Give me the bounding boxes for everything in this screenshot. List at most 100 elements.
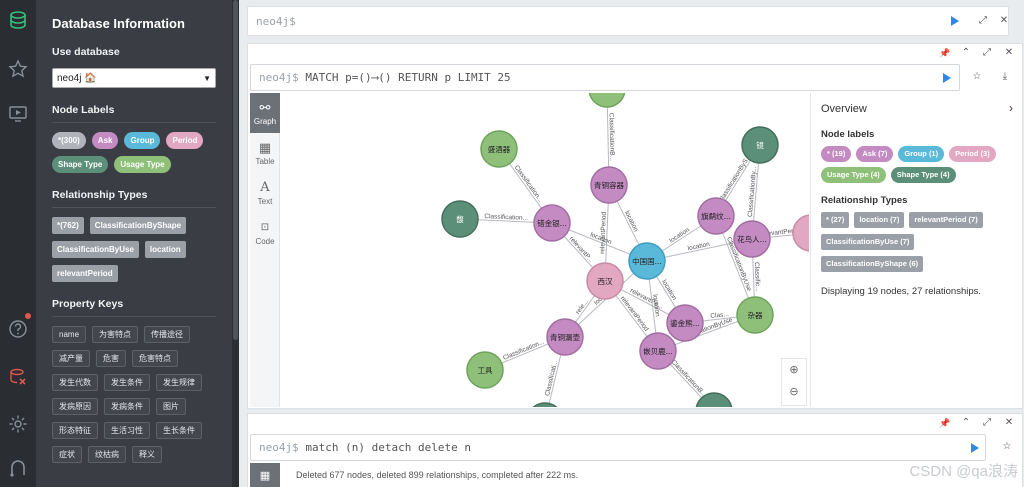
favorite-star-icon[interactable]: ☆ (972, 71, 982, 82)
drawer-scrollbar[interactable] (232, 0, 239, 487)
property-key-chip[interactable]: 危害 (96, 350, 126, 367)
overview-node-label[interactable]: Usage Type (4) (821, 167, 886, 183)
property-key-chip[interactable]: name (52, 326, 87, 343)
property-key-chip[interactable]: 症状 (52, 446, 82, 463)
property-key-chip[interactable]: 危害特点 (132, 350, 178, 367)
graph-node[interactable] (639, 332, 677, 370)
overview-node-label[interactable]: Group (1) (898, 146, 945, 162)
graph-node[interactable] (441, 200, 479, 238)
pin-icon[interactable]: 📌 (939, 48, 951, 58)
close-frame-icon[interactable]: ✕ (1004, 47, 1014, 58)
query-editor[interactable]: neo4j$ (247, 6, 1009, 36)
graph-edge-label: location (660, 279, 678, 302)
property-key-chip[interactable]: 发病原因 (52, 398, 98, 415)
graph-node[interactable] (480, 130, 518, 168)
database-select[interactable]: neo4j 🏠 ▼ (52, 68, 216, 88)
favorite-star-icon[interactable]: ☆ (1002, 441, 1012, 452)
overview-rel-type[interactable]: ClassificationByShape (6) (821, 256, 924, 272)
database-icon[interactable] (4, 6, 32, 34)
tab-code[interactable]: ⊡ Code (250, 213, 280, 253)
property-key-chip[interactable]: 传播途径 (144, 326, 191, 343)
star-icon[interactable] (4, 55, 32, 83)
rel-type-all[interactable]: *(762) (52, 217, 84, 234)
property-key-chip[interactable]: 减产量 (52, 350, 90, 367)
rel-type-location[interactable]: location (144, 241, 186, 258)
pin-icon[interactable]: 📌 (939, 418, 951, 428)
node-label-all[interactable]: *(300) (52, 132, 86, 149)
tab-text[interactable]: A Text (250, 173, 280, 213)
property-key-chip[interactable]: 生长条件 (156, 422, 202, 439)
graph-node[interactable] (792, 214, 809, 252)
graph-node[interactable] (466, 351, 504, 389)
graph-node[interactable] (741, 126, 779, 164)
rel-type-relevant-period[interactable]: relevantPeriod (52, 265, 118, 282)
fullscreen-icon[interactable]: ⤢ (983, 417, 991, 428)
property-key-chip[interactable]: 图片 (156, 398, 186, 415)
close-icon[interactable]: ✕ (999, 15, 1009, 26)
property-key-chip[interactable]: 发病条件 (104, 398, 150, 415)
overview-node-label[interactable]: * (19) (821, 146, 852, 162)
frame-query-editor[interactable]: neo4j$ MATCH p=()⟶() RETURN p LIMIT 25 (250, 64, 960, 91)
graph-node[interactable] (697, 197, 735, 235)
property-key-chip[interactable]: 纹枯病 (88, 446, 126, 463)
graph-edge-label: ClassificationB... (670, 359, 708, 399)
overview-node-label[interactable]: Shape Type (4) (890, 167, 956, 183)
node-label-shape-type[interactable]: Shape Type (52, 156, 109, 173)
help-icon[interactable] (4, 315, 32, 343)
graph-node[interactable] (590, 166, 628, 204)
chevron-right-icon[interactable]: › (1009, 101, 1013, 115)
disconnected-database-icon[interactable] (4, 363, 32, 391)
node-label-period[interactable]: Period (166, 132, 204, 149)
graph-node[interactable] (588, 93, 626, 108)
gear-icon[interactable] (4, 410, 32, 438)
overview-rel-type[interactable]: ClassificationByUse (7) (821, 234, 915, 250)
monitor-play-icon[interactable] (4, 100, 32, 128)
zoom-in-icon[interactable]: ⊕ (789, 364, 799, 376)
property-key-chip[interactable]: 释义 (132, 446, 162, 463)
table-icon[interactable]: ▦ (250, 463, 280, 487)
collapse-icon[interactable]: ⌃ (961, 47, 971, 58)
play-icon[interactable] (951, 16, 959, 26)
frame2-play-icon[interactable] (971, 443, 979, 453)
tab-graph[interactable]: ⚯ Graph (250, 93, 280, 133)
close-frame-icon[interactable]: ✕ (1004, 417, 1014, 428)
graph-node[interactable] (733, 220, 771, 258)
property-key-chip[interactable]: 发生条件 (104, 374, 150, 391)
overview-rel-type[interactable]: location (7) (854, 212, 905, 228)
graph-node[interactable] (666, 304, 704, 342)
collapse-icon[interactable]: ⌃ (961, 417, 971, 428)
tab-table[interactable]: ▦ Table (250, 133, 280, 173)
frame-play-icon[interactable] (943, 73, 951, 83)
download-icon[interactable]: ⤓ (1002, 71, 1008, 82)
fullscreen-icon[interactable]: ⤢ (983, 47, 991, 58)
graph-node[interactable] (586, 262, 624, 300)
drawer-scrollbar-thumb[interactable] (233, 0, 238, 340)
node-label-ask[interactable]: Ask (91, 132, 119, 149)
property-key-chip[interactable]: 形态特征 (52, 422, 98, 439)
graph-node[interactable] (695, 392, 733, 407)
rel-type-classification-by-shape[interactable]: ClassificationByShape (89, 217, 187, 234)
property-key-chip[interactable]: 为害特点 (92, 326, 139, 343)
graph-svg[interactable]: ClassificationB...locationrelevantPeriod… (281, 93, 809, 407)
overview-node-label[interactable]: Period (3) (949, 146, 996, 162)
property-key-chip[interactable]: 发生代数 (52, 374, 98, 391)
frame2-query-editor[interactable]: neo4j$ match (n) detach delete n (250, 434, 986, 461)
graph-node-label: 中国国... (632, 256, 662, 266)
graph-node[interactable] (533, 204, 571, 242)
property-key-chip[interactable]: 生活习性 (104, 422, 150, 439)
graph-node[interactable] (736, 296, 774, 334)
graph-node[interactable] (527, 402, 563, 407)
rel-type-classification-by-use[interactable]: ClassificationByUse (52, 241, 139, 258)
property-key-chip[interactable]: 发生规律 (156, 374, 202, 391)
expand-icon[interactable]: ⤢ (979, 15, 987, 26)
overview-rel-type[interactable]: relevantPeriod (7) (909, 212, 983, 228)
zoom-out-icon[interactable]: ⊖ (789, 386, 799, 398)
node-label-usage-type[interactable]: Usage Type (114, 156, 171, 173)
overview-rel-type[interactable]: * (27) (821, 212, 850, 228)
neo4j-logo-icon[interactable] (4, 455, 32, 483)
node-label-group[interactable]: Group (124, 132, 161, 149)
graph-node[interactable] (546, 318, 584, 356)
overview-node-label[interactable]: Ask (7) (856, 146, 894, 162)
graph-node[interactable] (628, 242, 666, 280)
